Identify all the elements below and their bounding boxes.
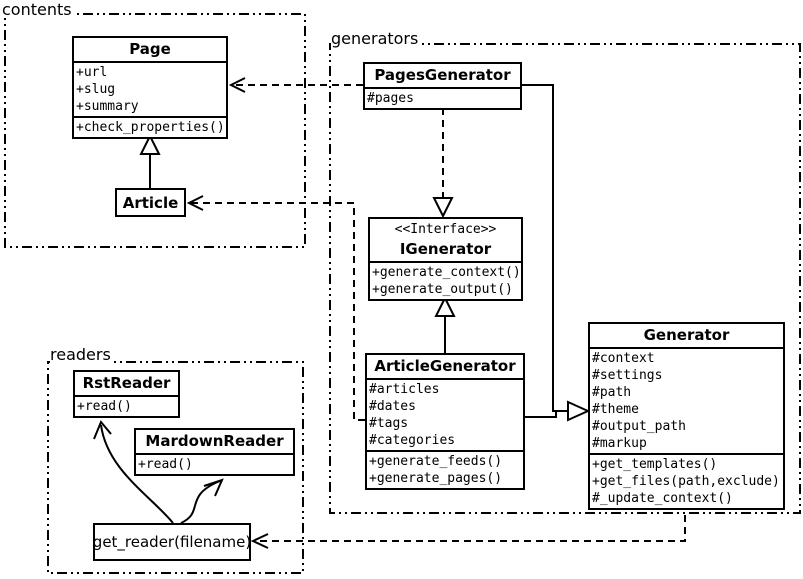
class-pagesgenerator: PagesGenerator #pages xyxy=(363,62,522,110)
edge-generators-to-generator-generalization xyxy=(522,84,591,422)
attribute: #settings xyxy=(592,368,663,383)
attribute: +summary xyxy=(76,99,139,114)
class-article-title: Article xyxy=(122,193,179,212)
class-rstreader-title: RstReader xyxy=(82,374,171,392)
class-page-attributes: +url +slug +summary xyxy=(74,61,226,116)
attribute: #markup xyxy=(592,436,647,451)
method: +check_properties() xyxy=(76,120,225,135)
method: +generate_context() xyxy=(372,265,521,280)
class-generator-methods: +get_templates() +get_files(path,exclude… xyxy=(590,453,783,508)
method: +get_files(path,exclude) xyxy=(592,474,780,489)
function-get-reader: get_reader(filename) xyxy=(93,523,251,561)
method: +generate_pages() xyxy=(369,471,503,486)
class-page-title: Page xyxy=(129,40,171,58)
package-contents-border xyxy=(4,13,306,248)
class-igenerator-title: IGenerator xyxy=(399,240,492,258)
function-get-reader-label: get_reader(filename) xyxy=(92,533,252,551)
package-generators-border xyxy=(329,43,801,514)
class-generator-title: Generator xyxy=(643,326,730,344)
edge-articlegenerator-to-igenerator-generalization xyxy=(434,295,456,353)
method: +get_templates() xyxy=(592,457,718,472)
method: +generate_feeds() xyxy=(369,454,503,469)
method: #_update_context() xyxy=(592,491,733,506)
attribute: #output_path xyxy=(592,419,686,434)
edge-getreader-to-rstreader xyxy=(93,420,174,524)
class-articlegenerator-attributes: #articles #dates #tags #categories xyxy=(367,378,523,450)
class-mardownreader-methods: +read() xyxy=(136,453,293,474)
attribute: #pages xyxy=(367,91,414,106)
attribute: #articles xyxy=(369,382,440,397)
edge-article-to-page-generalization xyxy=(139,133,161,188)
class-mardownreader-title: MardownReader xyxy=(145,432,284,450)
attribute: #theme xyxy=(592,402,639,417)
package-readers-border xyxy=(47,361,304,574)
edge-generator-to-getreader-dependency xyxy=(250,503,686,549)
method: +read() xyxy=(138,457,193,472)
class-igenerator-stereotype: <<Interface>> xyxy=(394,222,497,237)
class-rstreader: RstReader +read() xyxy=(73,370,180,418)
attribute: #context xyxy=(592,351,655,366)
class-igenerator: <<Interface>> IGenerator +generate_conte… xyxy=(368,217,523,301)
class-rstreader-methods: +read() xyxy=(75,395,178,416)
attribute: #categories xyxy=(369,433,456,448)
class-generator: Generator #context #settings #path #them… xyxy=(588,322,785,510)
class-page-methods: +check_properties() xyxy=(74,116,226,137)
class-articlegenerator: ArticleGenerator #articles #dates #tags … xyxy=(365,353,525,490)
class-article: Article xyxy=(115,188,186,217)
method: +generate_output() xyxy=(372,282,513,297)
package-contents-label: contents xyxy=(2,1,75,18)
class-articlegenerator-title: ArticleGenerator xyxy=(374,357,516,375)
attribute: +slug xyxy=(76,82,116,97)
method: +read() xyxy=(77,399,132,414)
class-mardownreader: MardownReader +read() xyxy=(134,428,295,476)
edge-getreader-to-mardownreader xyxy=(180,478,224,524)
attribute: #dates xyxy=(369,399,416,414)
class-articlegenerator-methods: +generate_feeds() +generate_pages() xyxy=(367,450,523,488)
class-pagesgenerator-attributes: #pages xyxy=(365,87,520,108)
class-generator-attributes: #context #settings #path #theme #output_… xyxy=(590,347,783,453)
attribute: #tags xyxy=(369,416,409,431)
attribute: #path xyxy=(592,385,632,400)
edge-articlegenerator-to-article-dependency xyxy=(186,195,365,421)
class-page: Page +url +slug +summary +check_properti… xyxy=(72,36,228,139)
package-generators-label: generators xyxy=(331,30,422,47)
edge-pagesgenerator-to-igenerator-realization xyxy=(432,108,454,219)
edge-pagesgenerator-to-page-dependency xyxy=(228,77,363,93)
class-igenerator-methods: +generate_context() +generate_output() xyxy=(370,261,521,299)
package-readers-label: readers xyxy=(50,346,114,363)
attribute: +url xyxy=(76,65,108,80)
class-pagesgenerator-title: PagesGenerator xyxy=(374,66,511,84)
